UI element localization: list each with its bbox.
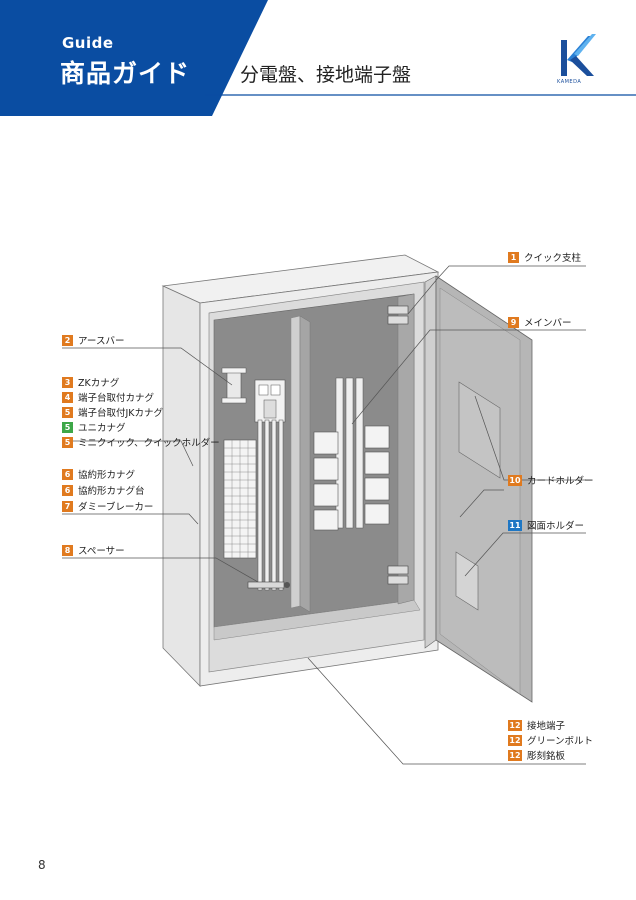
callout-text: スペーサー	[78, 546, 125, 557]
callout-green-bolt: 12 グリーンボルト	[508, 733, 593, 747]
page-title: 分電盤、接地端子盤	[240, 64, 412, 86]
callout-terminal-jk-bracket: 5 端子台取付JKカナグ	[62, 405, 163, 419]
drawing-holder-shape	[455, 551, 479, 611]
callout-text: 協約形カナグ台	[78, 486, 145, 497]
callout-number: 5	[62, 436, 73, 448]
leader-lines	[62, 265, 586, 765]
callout-text: ダミーブレーカー	[78, 502, 154, 513]
callout-zk-bracket: 3 ZKカナグ	[62, 375, 119, 389]
callout-text: 彫刻銘板	[527, 751, 566, 762]
kameda-logo-icon	[561, 34, 596, 76]
callout-text: 端子台取付JKカナグ	[78, 408, 164, 419]
callout-terminal-bracket: 4 端子台取付カナグ	[62, 390, 154, 404]
guide-title: 商品ガイド	[60, 59, 191, 88]
callout-text: 図面ホルダー	[527, 521, 585, 532]
callout-dummy-breaker: 7 ダミーブレーカー	[62, 499, 153, 513]
callout-text: 接地端子	[527, 721, 566, 732]
callout-number: 6	[62, 484, 73, 496]
callout-number: 8	[62, 544, 73, 556]
vertical-bars	[257, 419, 284, 591]
callout-text: カードホルダー	[527, 476, 594, 487]
breaker	[254, 379, 286, 423]
callout-text: 端子台取付カナグ	[78, 393, 155, 404]
callout-number: 7	[62, 500, 73, 512]
callout-text: ZKカナグ	[78, 378, 120, 389]
callout-drawing-holder: 11 図面ホルダー	[508, 518, 584, 532]
callout-number: 1	[508, 251, 519, 263]
page-header: Guide 商品ガイド 分電盤、接地端子盤 KAMEDA	[0, 0, 636, 116]
callout-number: 5	[62, 421, 73, 433]
earth-bar	[221, 367, 247, 404]
terminal-block	[223, 439, 257, 559]
panel-diagram	[62, 254, 586, 765]
main-bars	[335, 377, 364, 529]
callout-standard-bracket-base: 6 協約形カナグ台	[62, 483, 145, 497]
callout-engraved-nameplate: 12 彫刻銘板	[508, 748, 565, 762]
hinges	[387, 305, 409, 585]
callout-ground-terminal: 12 接地端子	[508, 718, 565, 732]
callout-text: 協約形カナグ	[78, 470, 136, 481]
spacer	[247, 581, 290, 589]
callout-number: 6	[62, 468, 73, 480]
callout-text: ミニクイック、クイックホルダー	[78, 438, 220, 449]
callout-text: メインバー	[524, 318, 572, 329]
guide-label: Guide	[62, 34, 114, 52]
callout-text: グリーンボルト	[527, 736, 594, 747]
page-number: 8	[38, 858, 46, 872]
callout-number: 11	[508, 519, 522, 531]
callout-number: 9	[508, 316, 519, 328]
header-banner	[0, 0, 636, 116]
open-door	[424, 275, 533, 703]
callout-earth-bar: 2 アースバー	[62, 333, 124, 347]
callout-number: 2	[62, 334, 73, 346]
callout-number: 10	[508, 474, 522, 486]
callout-number: 12	[508, 734, 522, 746]
callout-quick-post: 1 クイック支柱	[508, 250, 581, 264]
card-holder-shape	[458, 381, 501, 479]
callout-number: 3	[62, 376, 73, 388]
callout-number: 4	[62, 391, 73, 403]
callout-uni-bracket: 5 ユニカナグ	[62, 420, 126, 434]
callout-standard-bracket: 6 協約形カナグ	[62, 467, 135, 481]
callout-number: 12	[508, 749, 522, 761]
callout-text: クイック支柱	[524, 253, 582, 264]
callout-number: 12	[508, 719, 522, 731]
callout-number: 5	[62, 406, 73, 418]
cabinet-side	[162, 285, 201, 687]
callout-card-holder: 10 カードホルダー	[508, 473, 594, 487]
callout-text: ユニカナグ	[78, 423, 126, 434]
callout-main-bar: 9 メインバー	[508, 315, 572, 329]
callout-text: アースバー	[78, 336, 125, 347]
branch-breakers	[313, 425, 390, 531]
logo-text: KAMEDA	[557, 79, 582, 85]
callout-quick-holder: 5 ミニクイック、クイックホルダー	[62, 435, 220, 449]
callout-spacer: 8 スペーサー	[62, 543, 125, 557]
